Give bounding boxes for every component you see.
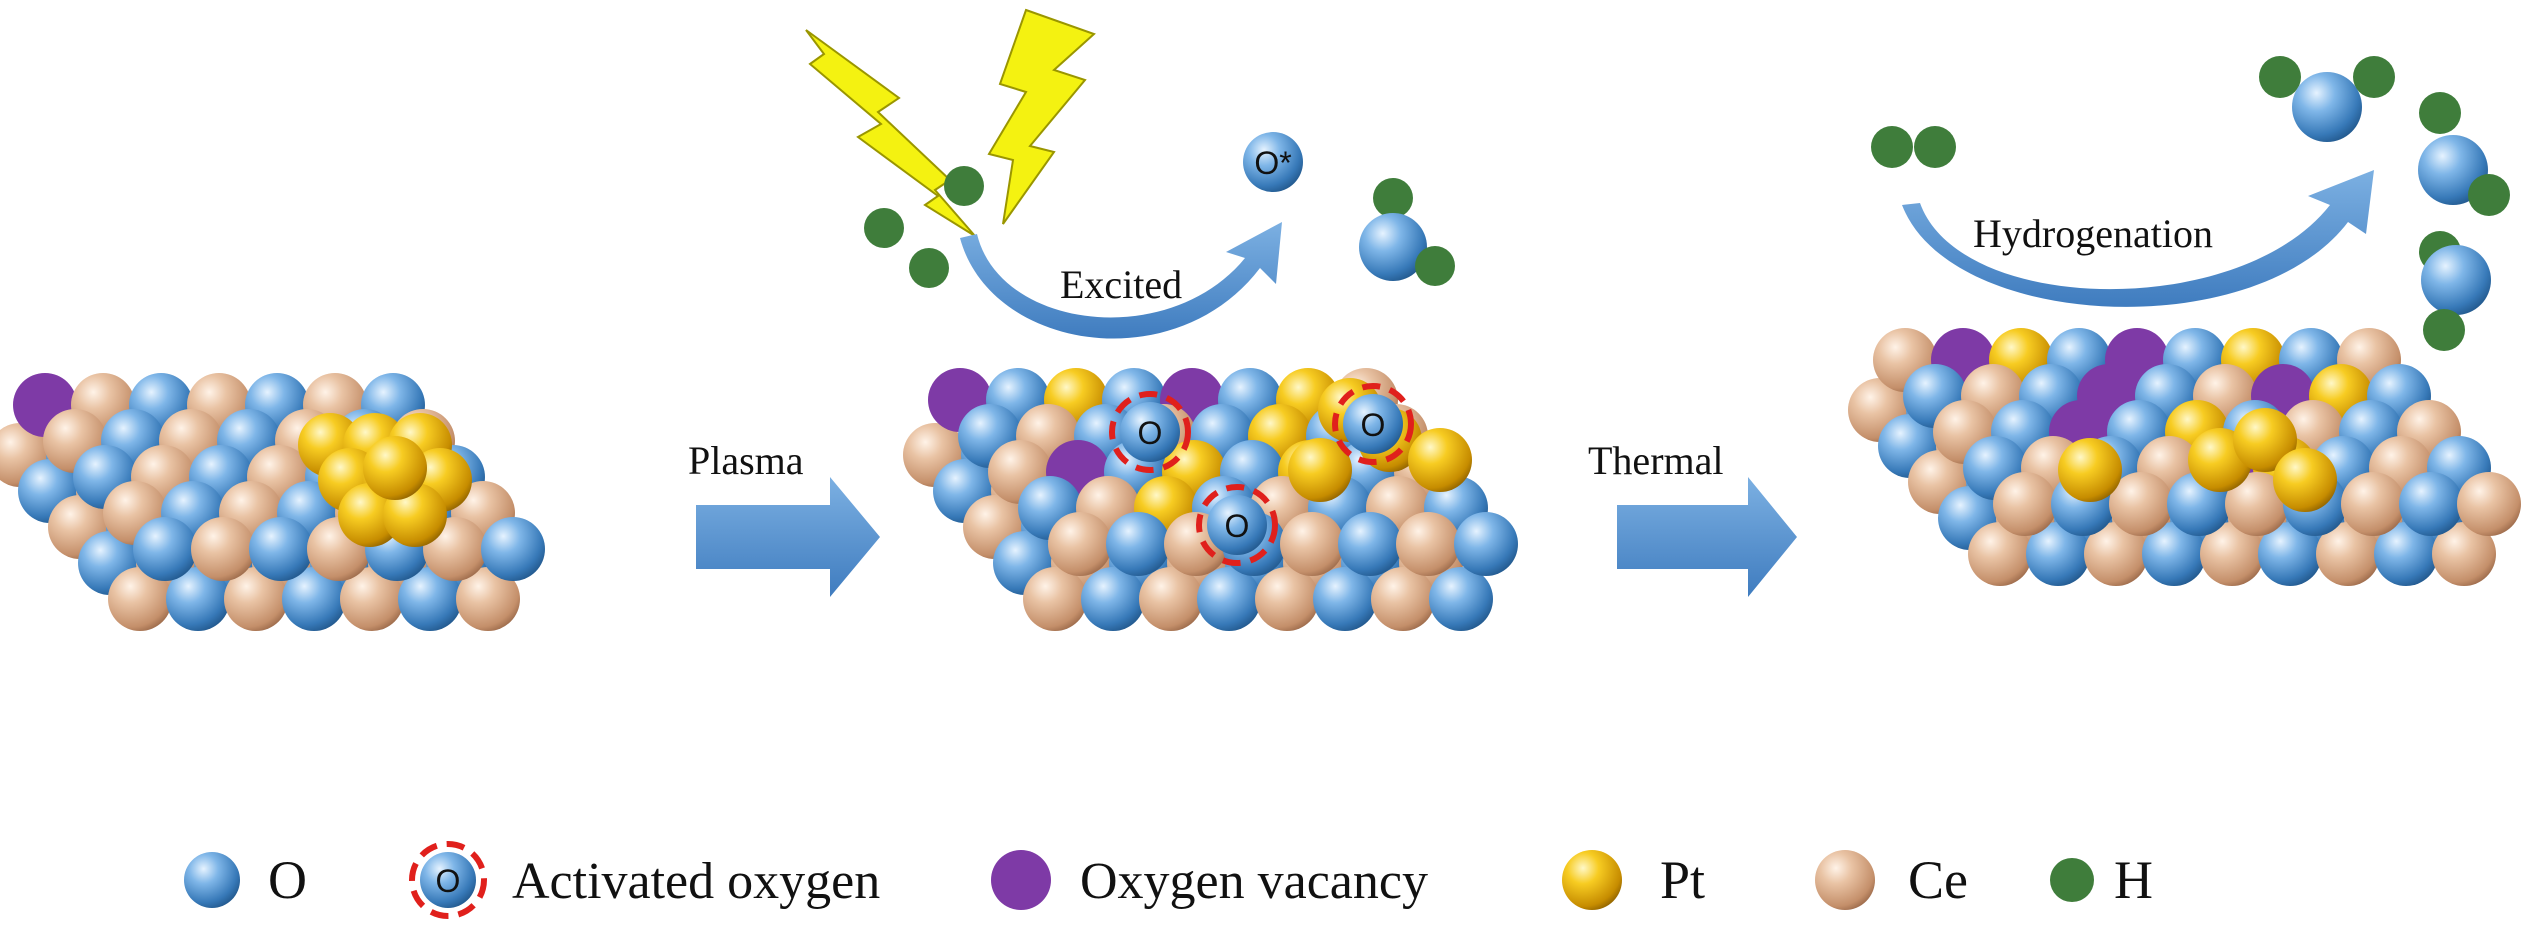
pristine-pt-ceo2-cluster: [0, 373, 545, 631]
oxygen-atom: [398, 567, 462, 631]
legend-item-activated-oxygen: O Activated oxygen: [409, 841, 880, 919]
legend-item-oxygen-vacancy: Oxygen vacancy: [991, 850, 1428, 910]
oxygen-atom: [2374, 522, 2438, 586]
oxygen-atom: [1454, 512, 1518, 576]
hydrogen-molecule: [1871, 126, 1956, 168]
oxygen-atom: [133, 517, 197, 581]
cerium-atom: [108, 567, 172, 631]
cerium-atom: [1371, 567, 1435, 631]
water-molecule: [1359, 178, 1455, 286]
legend-item-hydrogen: H: [2050, 850, 2153, 910]
excited-curved-arrow: [960, 222, 1282, 339]
cerium-atom: [224, 567, 288, 631]
oxygen-atom: [2142, 522, 2206, 586]
hydrogen-atoms: [864, 166, 984, 288]
oxygen-atom: [282, 567, 346, 631]
cerium-atom: [1396, 512, 1460, 576]
cerium-atom: [1139, 567, 1203, 631]
legend-item-cerium: Ce: [1815, 850, 1968, 910]
oxygen-atom: [2258, 522, 2322, 586]
excited-oxygen: O*: [1243, 132, 1303, 192]
oxygen-atom: [2026, 522, 2090, 586]
oxygen-atom: [166, 567, 230, 631]
legend-item-oxygen: O: [184, 850, 307, 910]
cerium-atom: [1968, 522, 2032, 586]
legend-label: Oxygen vacancy: [1080, 853, 1428, 910]
oxygen-atom: [1106, 512, 1170, 576]
cerium-atom: [2084, 522, 2148, 586]
oxygen-atom: [1338, 512, 1402, 576]
oxygen-atom: [1429, 567, 1493, 631]
cerium-atom: [340, 567, 404, 631]
oxygen-atom: [1081, 567, 1145, 631]
cerium-atom: [2316, 522, 2380, 586]
platinum-atom: [1408, 428, 1472, 492]
excited-label: Excited: [1060, 262, 1182, 307]
platinum-atom: [363, 436, 427, 500]
legend-label: H: [2114, 850, 2153, 910]
cerium-atom: [1023, 567, 1087, 631]
excited-oxygen-label: O*: [1254, 145, 1291, 181]
thermal-arrow: [1617, 477, 1797, 597]
cerium-atom: [2225, 472, 2289, 536]
activated-oxygen-atom: O: [1196, 484, 1278, 566]
cerium-atom: [2341, 472, 2405, 536]
cerium-atom: [1993, 472, 2057, 536]
activated-oxygen-label: O: [1225, 508, 1250, 544]
legend: O O Activated oxygen Oxygen vacancy Pt C…: [184, 841, 2153, 919]
hydrogenated-cluster: [1848, 328, 2521, 586]
cerium-atom: [456, 567, 520, 631]
lightning-bolt-icon: [987, 8, 1096, 225]
activated-oxygen-group: O O O: [1109, 383, 1414, 566]
legend-label: Pt: [1660, 850, 1705, 910]
oxygen-atom: [1197, 567, 1261, 631]
cerium-atom: [1280, 512, 1344, 576]
legend-label: O: [268, 850, 307, 910]
platinum-atom: [2058, 438, 2122, 502]
thermal-label: Thermal: [1588, 438, 1724, 483]
legend-item-platinum: Pt: [1562, 850, 1705, 910]
hydrogenation-curved-arrow: [1902, 170, 2374, 307]
platinum-atom: [2273, 448, 2337, 512]
oxygen-atom: [2399, 472, 2463, 536]
plasma-label: Plasma: [688, 438, 804, 483]
platinum-atom: [2233, 408, 2297, 472]
activated-oxygen-atom: O: [1109, 391, 1191, 473]
platinum-atom: [338, 483, 402, 547]
oxygen-atom: [1313, 567, 1377, 631]
lightning-bolt-icon: [805, 29, 976, 237]
legend-glyph: O: [436, 863, 461, 899]
cerium-atom: [1255, 567, 1319, 631]
water-molecule: [2259, 56, 2395, 142]
oxygen-atom: [481, 517, 545, 581]
water-molecule: [2419, 231, 2491, 351]
cerium-atom: [191, 517, 255, 581]
cerium-atom: [2457, 472, 2521, 536]
activated-oxygen-atom: O: [1332, 383, 1414, 465]
activated-oxygen-label: O: [1138, 415, 1163, 451]
legend-label: Ce: [1908, 850, 1968, 910]
cerium-atom: [2200, 522, 2264, 586]
legend-label: Activated oxygen: [512, 853, 880, 910]
hydrogenation-label: Hydrogenation: [1973, 211, 2213, 256]
cerium-atom: [1048, 512, 1112, 576]
cerium-atom: [2109, 472, 2173, 536]
activated-oxygen-label: O: [1361, 407, 1386, 443]
oxygen-atom: [249, 517, 313, 581]
plasma-arrow: [696, 477, 880, 597]
platinum-atom: [1288, 438, 1352, 502]
cerium-atom: [2432, 522, 2496, 586]
water-molecule: [2418, 92, 2510, 216]
